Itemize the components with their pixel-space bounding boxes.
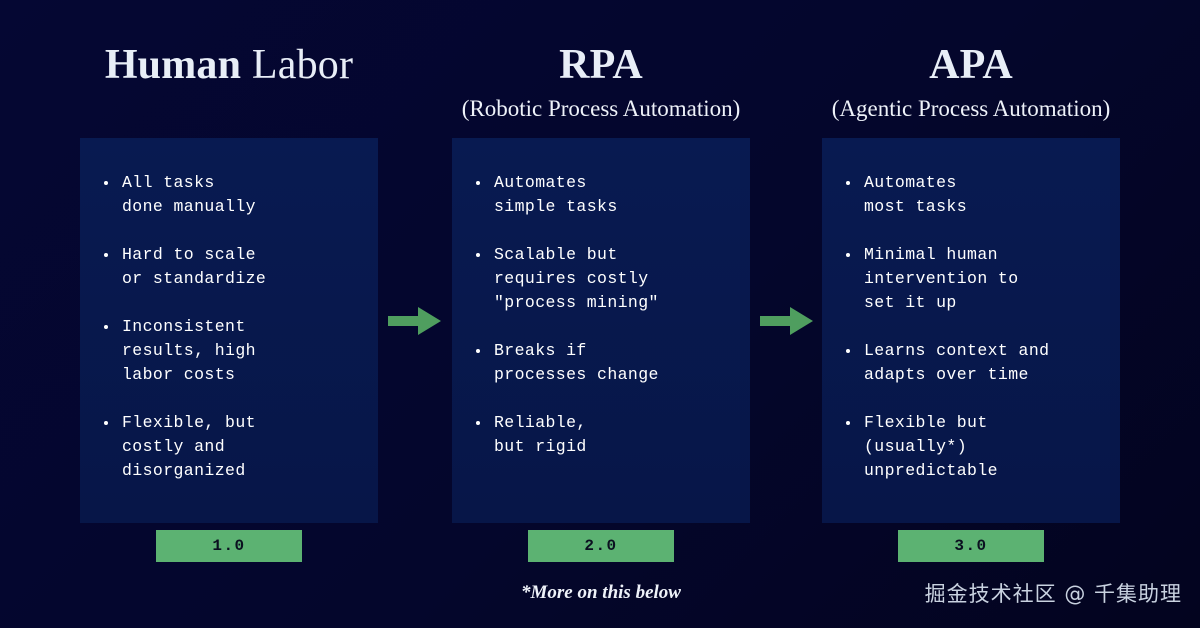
list-item: Flexible but (usually*) unpredictable	[842, 411, 1106, 483]
column-1-title: Human Labor	[40, 44, 418, 86]
list-item: Inconsistent results, high labor costs	[100, 315, 364, 387]
list-item: Learns context and adapts over time	[842, 339, 1106, 387]
column-1-heading: Human Labor	[40, 44, 418, 86]
column-rpa: RPA (Robotic Process Automation) Automat…	[452, 0, 750, 628]
list-item: Automates simple tasks	[472, 171, 736, 219]
column-1-bullet-list: All tasks done manually Hard to scale or…	[80, 138, 378, 483]
column-2-card: Automates simple tasks Scalable but requ…	[452, 138, 750, 523]
footnote: *More on this below	[521, 582, 681, 603]
list-item: Scalable but requires costly "process mi…	[472, 243, 736, 315]
column-3-version-badge: 3.0	[898, 530, 1044, 562]
column-3-heading: APA (Agentic Process Automation)	[782, 44, 1160, 120]
column-3-subtitle: (Agentic Process Automation)	[831, 96, 1111, 121]
column-2-bullet-list: Automates simple tasks Scalable but requ…	[452, 138, 750, 459]
list-item: Minimal human intervention to set it up	[842, 243, 1106, 315]
column-2-version-badge: 2.0	[528, 530, 674, 562]
arrow-right-icon-1	[388, 306, 442, 336]
watermark: 掘金技术社区 @ 千集助理	[924, 582, 1182, 606]
column-2-subtitle: (Robotic Process Automation)	[461, 96, 741, 121]
column-2-title: RPA	[559, 42, 643, 88]
column-apa: APA (Agentic Process Automation) Automat…	[822, 0, 1120, 628]
column-1-title-strong: Human	[104, 42, 242, 88]
list-item: Reliable, but rigid	[472, 411, 736, 459]
list-item: Automates most tasks	[842, 171, 1106, 219]
column-1-version-badge: 1.0	[156, 530, 302, 562]
list-item: Breaks if processes change	[472, 339, 736, 387]
list-item: Hard to scale or standardize	[100, 243, 364, 291]
column-1-title-light: Labor	[241, 42, 354, 88]
column-1-card: All tasks done manually Hard to scale or…	[80, 138, 378, 523]
column-2-heading: RPA (Robotic Process Automation)	[412, 44, 790, 120]
arrow-right-icon-2	[760, 306, 814, 336]
list-item: All tasks done manually	[100, 171, 364, 219]
list-item: Flexible, but costly and disorganized	[100, 411, 364, 483]
column-3-card: Automates most tasks Minimal human inter…	[822, 138, 1120, 523]
column-3-bullet-list: Automates most tasks Minimal human inter…	[822, 138, 1120, 483]
column-3-title: APA	[929, 42, 1013, 88]
column-human-labor: Human Labor All tasks done manually Hard…	[80, 0, 378, 628]
